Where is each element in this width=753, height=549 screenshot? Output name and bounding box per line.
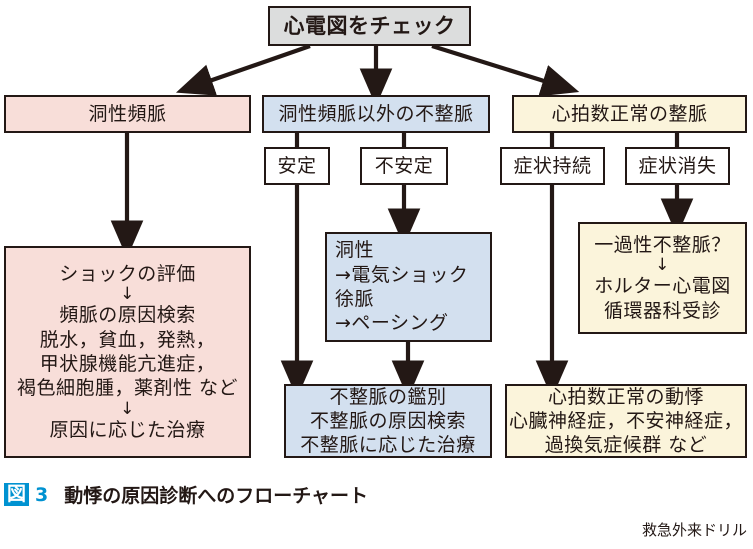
node-palpitation-normal-rate: 心拍数正常の動悸 心臓神経症，不安神経症， 過換気症候群 など — [505, 384, 747, 458]
node-sinus-tachycardia-label: 洞性頻脈 — [88, 102, 167, 125]
node-palpitation-line-2: 心臓神経症，不安神経症， — [508, 409, 743, 432]
node-unstable-treatment-line-2: →電気ショック — [335, 263, 469, 286]
page-footer: 救急外来ドリル — [641, 521, 747, 539]
node-arrhythmia-other: 洞性頻脈以外の不整脈 — [262, 95, 490, 133]
figure-caption-text: 動悸の原因診断へのフローチャート — [64, 485, 369, 507]
node-ecg-check: 心電図をチェック — [268, 6, 471, 46]
node-arrhythmia-workup: 不整脈の鑑別 不整脈の原因検索 不整脈に応じた治療 — [284, 384, 492, 458]
figure-caption: 図 3 動悸の原因診断へのフローチャート — [4, 481, 368, 508]
node-unstable-treatment-line-1: 洞性 — [335, 239, 375, 262]
node-unstable-treatment-line-3: 徐脈 — [335, 288, 375, 310]
node-transient-arrhythmia-down-arrow: ↓ — [655, 255, 670, 276]
node-unstable-treatment: 洞性 →電気ショック 徐脈 →ペーシング — [325, 232, 492, 342]
node-sinus-workup-down-arrow-1: ↓ — [120, 284, 135, 305]
figure-badge: 図 — [4, 483, 30, 506]
node-symptom-persist-label: 症状持続 — [513, 154, 592, 177]
node-stable: 安定 — [264, 147, 330, 185]
node-transient-arrhythmia-line-4: 循環器科受診 — [603, 299, 721, 322]
node-normal-rate-regular-label: 心拍数正常の整脈 — [551, 102, 708, 125]
node-symptom-resolved-label: 症状消失 — [638, 154, 717, 177]
node-transient-arrhythmia-line-1: 一過性不整脈？ — [594, 234, 731, 257]
node-palpitation-line-1: 心拍数正常の動悸 — [547, 385, 704, 408]
node-unstable: 不安定 — [360, 147, 448, 185]
node-ecg-check-label: 心電図をチェック — [283, 13, 456, 38]
node-sinus-workup-line-5: 甲状腺機能亢進症， — [39, 353, 216, 375]
node-arrhythmia-workup-line-2: 不整脈の原因検索 — [309, 409, 466, 432]
node-unstable-treatment-line-4: →ペーシング — [335, 312, 449, 335]
node-palpitation-line-3: 過換気症候群 など — [544, 434, 708, 457]
node-sinus-workup-down-arrow-2: ↓ — [120, 398, 135, 419]
edge-ecg-to-normal — [431, 43, 580, 97]
node-sinus-workup-line-8: 原因に応じた治療 — [49, 418, 206, 441]
node-arrhythmia-other-label: 洞性頻脈以外の不整脈 — [278, 102, 474, 125]
node-sinus-workup-line-6: 褐色細胞腫，薬剤性 など — [16, 377, 239, 400]
node-symptom-resolved: 症状消失 — [625, 147, 730, 185]
figure-number: 3 — [35, 483, 49, 506]
node-sinus-workup-line-3: 頻脈の原因検索 — [59, 304, 196, 327]
node-normal-rate-regular: 心拍数正常の整脈 — [512, 95, 747, 133]
node-symptom-persist: 症状持続 — [500, 147, 605, 185]
node-transient-arrhythmia-line-3: ホルター心電図 — [594, 275, 731, 298]
node-sinus-tachycardia: 洞性頻脈 — [4, 95, 251, 133]
node-unstable-label: 不安定 — [374, 154, 434, 177]
node-arrhythmia-workup-line-1: 不整脈の鑑別 — [329, 385, 447, 408]
node-sinus-tachycardia-workup: ショックの評価 ↓ 頻脈の原因検索 脱水，貧血，発熱， 甲状腺機能亢進症， 褐色… — [4, 246, 251, 458]
node-stable-label: 安定 — [277, 154, 317, 177]
node-arrhythmia-workup-line-3: 不整脈に応じた治療 — [300, 434, 476, 457]
node-sinus-workup-line-1: ショックの評価 — [59, 263, 196, 286]
node-transient-arrhythmia: 一過性不整脈？ ↓ ホルター心電図 循環器科受診 — [578, 222, 747, 334]
node-sinus-workup-line-4: 脱水，貧血，発熱， — [39, 328, 216, 351]
edge-ecg-to-sinus — [175, 44, 311, 96]
